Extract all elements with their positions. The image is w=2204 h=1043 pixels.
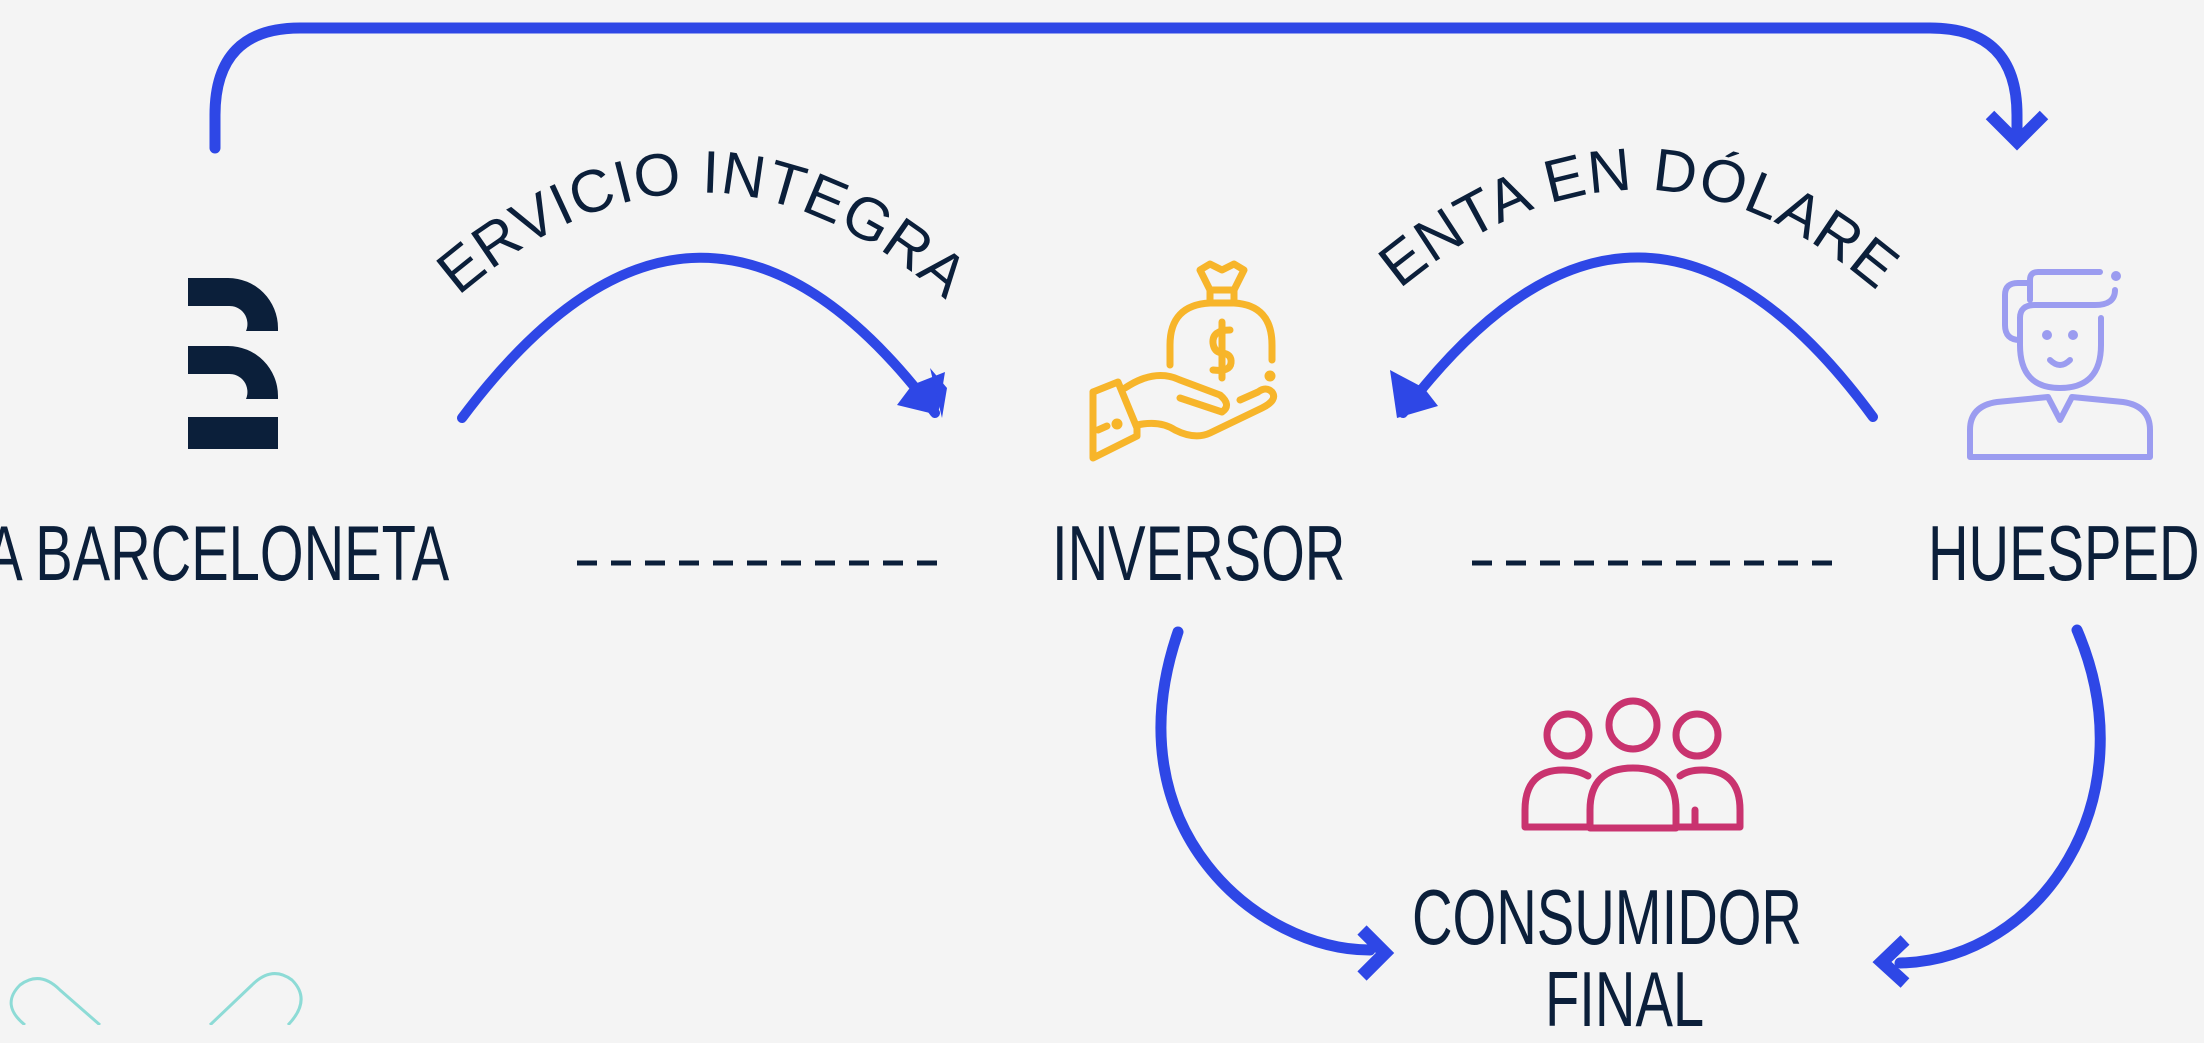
node-consumidor-final: FINAL: [1545, 955, 1705, 1043]
servicio-integral-arrow: [457, 252, 947, 423]
group-people-icon: [1521, 697, 1744, 832]
servicio-integral-label: SERVICIO INTEGRAL: [0, 0, 981, 310]
node-inversor: INVERSOR: [1052, 509, 1346, 597]
barceloneta-logo-icon: [188, 278, 278, 449]
node-huesped: HUESPED: [1928, 509, 2200, 597]
inversor-to-consumidor-arrow: [1155, 626, 1395, 981]
decorative-shapes: [9, 972, 303, 1025]
money-bag-hand-icon: [1089, 260, 1278, 462]
top-connector-arrow: [209, 22, 2049, 154]
guest-person-icon: [1967, 269, 2153, 460]
node-consumidor: CONSUMIDOR: [1412, 873, 1803, 961]
huesped-to-consumidor-arrow: [1872, 624, 2106, 988]
node-la-barceloneta: LA BARCELONETA: [0, 509, 450, 597]
renta-dolares-arrow: [1390, 252, 1878, 422]
